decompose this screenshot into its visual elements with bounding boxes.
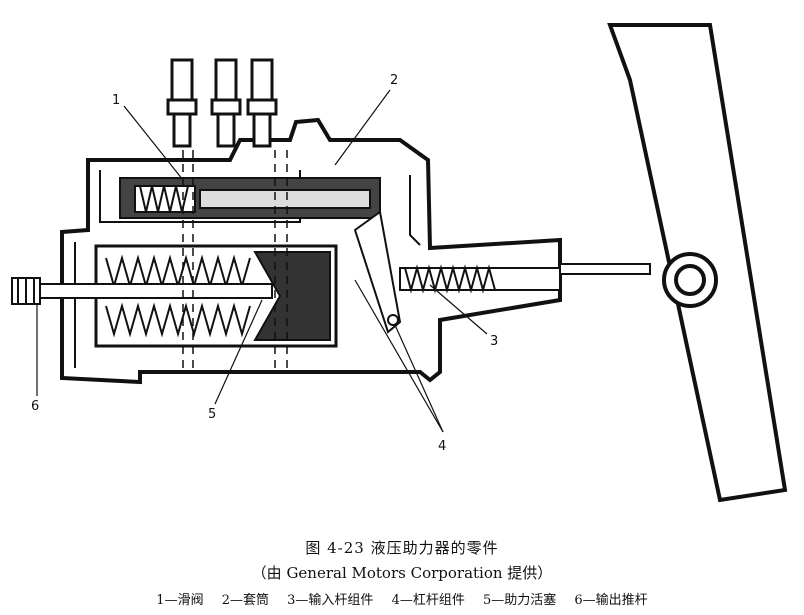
legend-item: 5—助力活塞 [482, 593, 557, 608]
lever-assembly [353, 210, 402, 334]
parts-legend: 1—滑阀 2—套筒 3—输入杆组件 4—杠杆组件 5—助力活塞 6—输出推杆 [0, 589, 804, 608]
callout-3: 3 [490, 334, 498, 349]
spool-valve [119, 177, 381, 219]
legend-item: 3—输入杆组件 [287, 593, 374, 608]
callout-6: 6 [31, 399, 39, 414]
figure-caption: 图 4-23 液压助力器的零件 （由 General Motors Corpor… [0, 535, 804, 608]
booster-cutaway-diagram: 1 2 3 4 5 6 [11, 23, 788, 503]
legend-item: 6—输出推杆 [574, 593, 648, 608]
figure-title: 图 4-23 液压助力器的零件 [305, 539, 499, 557]
callout-5: 5 [208, 407, 216, 422]
callout-2: 2 [390, 73, 398, 88]
leader-lines [36, 89, 488, 433]
callout-1: 1 [112, 93, 120, 108]
figure-credit: （由 General Motors Corporation 提供） [251, 564, 553, 582]
input-rod-assembly [399, 263, 651, 294]
legend-item: 1—滑阀 [156, 593, 204, 608]
callout-4: 4 [438, 439, 446, 454]
center-lines [182, 150, 288, 372]
hydraulic-line-fittings [166, 58, 278, 148]
brake-pedal-arm [607, 23, 788, 503]
output-push-rod [11, 277, 273, 305]
legend-item: 4—杠杆组件 [391, 593, 465, 608]
legend-item: 2—套筒 [221, 593, 269, 608]
